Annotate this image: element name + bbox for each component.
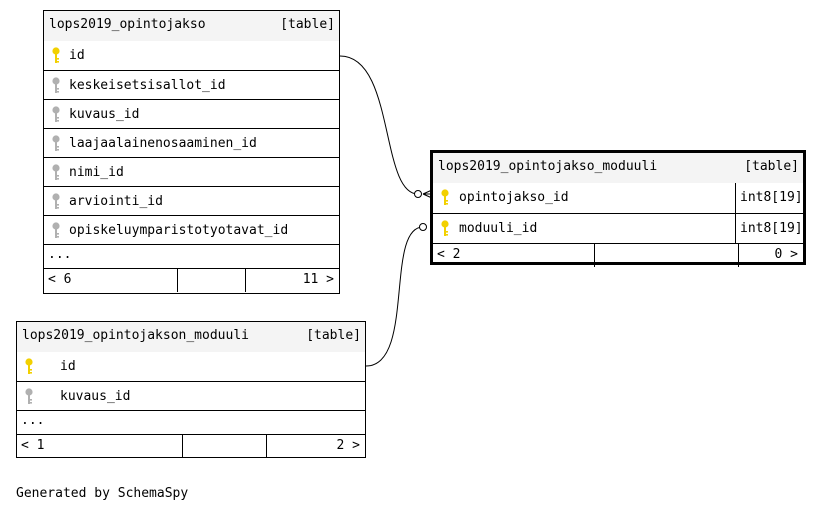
- parents-count-label: < 6: [48, 272, 72, 287]
- table-type: [table]: [306, 328, 361, 343]
- table-header[interactable]: lops2019_opintojakso [table]: [44, 11, 339, 41]
- column-row[interactable]: moduuli_id int8[19]: [433, 213, 803, 243]
- column-type: int8[19]: [735, 183, 803, 213]
- column-row[interactable]: id: [44, 41, 339, 70]
- column-name: laajaalainenosaaminen_id: [69, 136, 257, 151]
- column-name: kuvaus_id: [60, 389, 131, 404]
- ellipsis-text: ...: [21, 413, 45, 428]
- table-header[interactable]: lops2019_opintojakson_moduuli [table]: [17, 322, 365, 352]
- children-count-label: 0 >: [774, 247, 798, 262]
- column-row[interactable]: arviointi_id: [44, 186, 339, 215]
- children-count[interactable]: 2 >: [266, 435, 365, 458]
- primary-key-icon: [440, 219, 450, 237]
- parents-count[interactable]: < 6: [44, 269, 177, 292]
- column-row[interactable]: laajaalainenosaaminen_id: [44, 128, 339, 157]
- children-count[interactable]: 11 >: [245, 269, 339, 292]
- column-name: arviointi_id: [69, 194, 163, 209]
- children-count[interactable]: 0 >: [738, 244, 803, 267]
- parents-count-label: < 2: [437, 247, 461, 262]
- column-row[interactable]: keskeisetsisallot_id: [44, 70, 339, 99]
- table-header[interactable]: lops2019_opintojakso_moduuli [table]: [433, 153, 803, 183]
- spacer-cell: [177, 269, 245, 292]
- foreign-key-icon: [51, 221, 61, 239]
- table-type: [table]: [744, 159, 799, 174]
- edge-opintojakso-id: [339, 55, 419, 195]
- table-opintojakso-moduuli[interactable]: lops2019_opintojakso_moduuli [table] opi…: [430, 150, 806, 267]
- column-row[interactable]: kuvaus_id: [44, 99, 339, 128]
- relation-counts-row: < 6 11 >: [44, 268, 339, 292]
- foreign-key-icon: [51, 163, 61, 181]
- ellipsis-text: ...: [48, 247, 72, 262]
- column-row[interactable]: opiskeluymparistotyotavat_id: [44, 215, 339, 244]
- parents-count[interactable]: < 2: [433, 244, 594, 267]
- column-row[interactable]: kuvaus_id: [17, 381, 365, 410]
- table-opintojakso[interactable]: lops2019_opintojakso [table] id keskeiset…: [43, 10, 340, 294]
- column-name: moduuli_id: [459, 221, 538, 236]
- parents-count[interactable]: < 1: [17, 435, 182, 458]
- table-type: [table]: [280, 17, 335, 32]
- table-name: lops2019_opintojakson_moduuli: [22, 328, 249, 343]
- table-name: lops2019_opintojakso: [49, 17, 206, 32]
- column-name: nimi_id: [69, 165, 124, 180]
- foreign-key-icon: [51, 105, 61, 123]
- edge-moduuli-id: [365, 226, 424, 367]
- more-columns-row: ...: [17, 410, 365, 434]
- children-count-label: 11 >: [302, 272, 334, 287]
- edge-end-circle: [419, 223, 427, 231]
- column-row[interactable]: id: [17, 352, 365, 381]
- column-name: id: [60, 359, 76, 374]
- foreign-key-icon: [51, 192, 61, 210]
- table-name: lops2019_opintojakso_moduuli: [438, 159, 658, 174]
- spacer-cell: [182, 435, 266, 458]
- foreign-key-icon: [51, 134, 61, 152]
- primary-key-icon: [440, 188, 450, 206]
- relation-counts-row: < 2 0 >: [433, 243, 803, 267]
- column-type: int8[19]: [735, 214, 803, 243]
- edge-end-circle: [414, 190, 422, 198]
- column-name: id: [69, 48, 85, 63]
- column-row[interactable]: nimi_id: [44, 157, 339, 186]
- column-name: keskeisetsisallot_id: [69, 78, 226, 93]
- column-name: kuvaus_id: [69, 107, 140, 122]
- children-count-label: 2 >: [336, 438, 360, 453]
- primary-key-icon: [51, 46, 61, 64]
- generator-credit: Generated by SchemaSpy: [16, 486, 189, 501]
- parents-count-label: < 1: [21, 438, 45, 453]
- foreign-key-icon: [24, 387, 34, 405]
- spacer-cell: [594, 244, 738, 267]
- foreign-key-icon: [51, 76, 61, 94]
- more-columns-row: ...: [44, 244, 339, 268]
- table-opintojakson-moduuli[interactable]: lops2019_opintojakson_moduuli [table] id…: [16, 321, 366, 458]
- primary-key-icon: [24, 357, 34, 375]
- column-name: opiskeluymparistotyotavat_id: [69, 223, 289, 238]
- column-name: opintojakso_id: [459, 190, 569, 205]
- column-row[interactable]: opintojakso_id int8[19]: [433, 183, 803, 213]
- relation-counts-row: < 1 2 >: [17, 434, 365, 458]
